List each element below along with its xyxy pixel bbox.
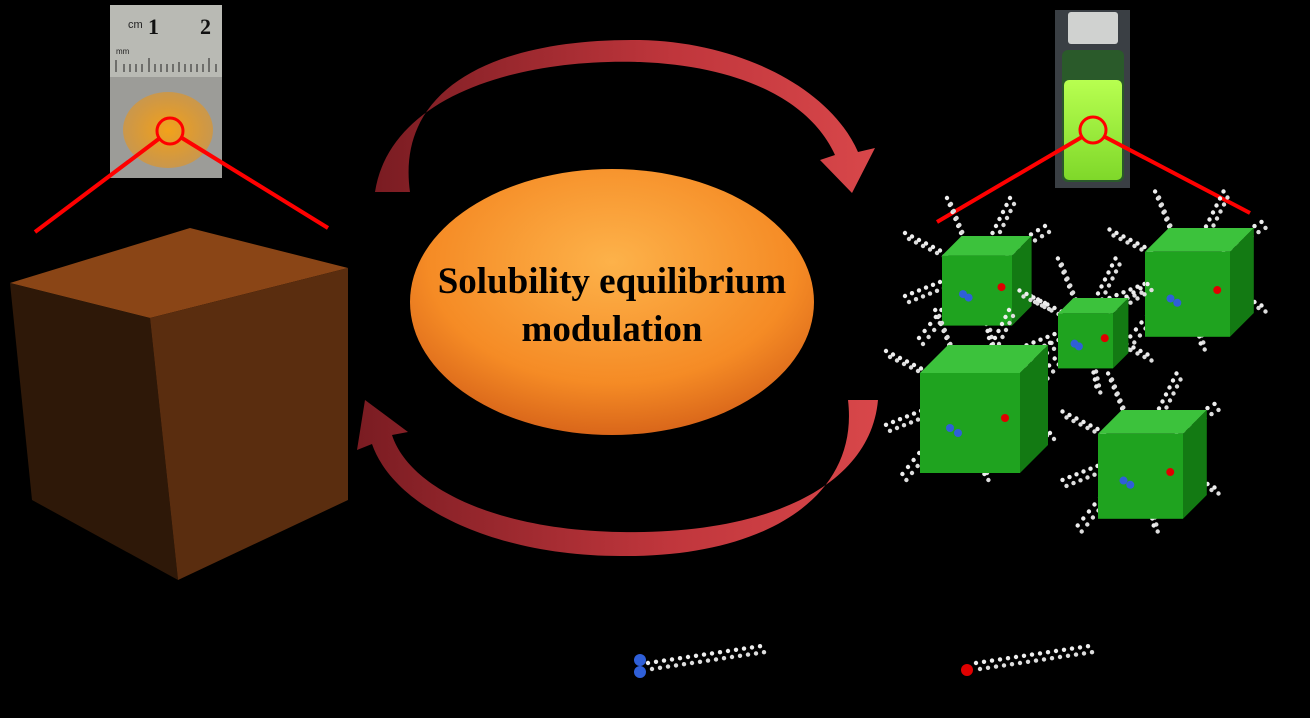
amine-atom	[1074, 342, 1083, 351]
amine-ligand-molecule	[634, 644, 767, 678]
center-label-line2: modulation	[521, 309, 703, 350]
nanocrystal-cube	[1060, 371, 1221, 534]
amine-atom	[1173, 298, 1182, 307]
callout-line	[180, 136, 330, 230]
nanocrystal-cluster	[883, 189, 1268, 534]
amine-atom	[1126, 480, 1135, 489]
powder-photo: cm 1 2 mm	[110, 5, 222, 178]
bulk-crystal-cube	[10, 228, 348, 580]
callout-line	[935, 135, 1084, 224]
amine-atom	[946, 424, 954, 432]
ruler-mark-1: 1	[148, 14, 159, 39]
ruler-mark-2: 2	[200, 14, 211, 39]
nanocrystal-cube	[902, 195, 1052, 347]
ruler-mm-label: mm	[116, 47, 130, 56]
callout-line	[1104, 135, 1251, 215]
hydroxyl-atom	[1100, 334, 1109, 343]
hydroxyl-ligand-molecule	[961, 644, 1095, 676]
nanocrystal-cube	[1107, 189, 1268, 352]
reverse-arrow	[357, 400, 878, 557]
center-label-line1: Solubility equilibrium	[437, 261, 787, 302]
hydroxyl-atom	[1166, 468, 1175, 477]
hydroxyl-atom	[997, 283, 1006, 292]
nanocrystal-cube	[883, 307, 1057, 483]
amine-atom	[1119, 476, 1128, 485]
ruler-cm-label: cm	[128, 19, 143, 31]
zoom-circle-left	[155, 116, 185, 146]
vial-photo	[1055, 10, 1130, 188]
center-label: Solubility equilibrium modulation	[410, 258, 814, 354]
amine-atom	[954, 429, 962, 437]
zoom-circle-right	[1078, 115, 1108, 145]
amine-atom	[1166, 294, 1175, 303]
amine-atom	[964, 293, 973, 302]
forward-arrow	[375, 39, 875, 193]
callout-line	[33, 136, 162, 234]
nanocrystal-cube	[1017, 256, 1154, 395]
process-ellipse	[410, 169, 814, 435]
hydroxyl-atom	[1001, 414, 1009, 422]
hydroxyl-atom	[1213, 286, 1222, 295]
ligand-legend	[634, 644, 1095, 678]
